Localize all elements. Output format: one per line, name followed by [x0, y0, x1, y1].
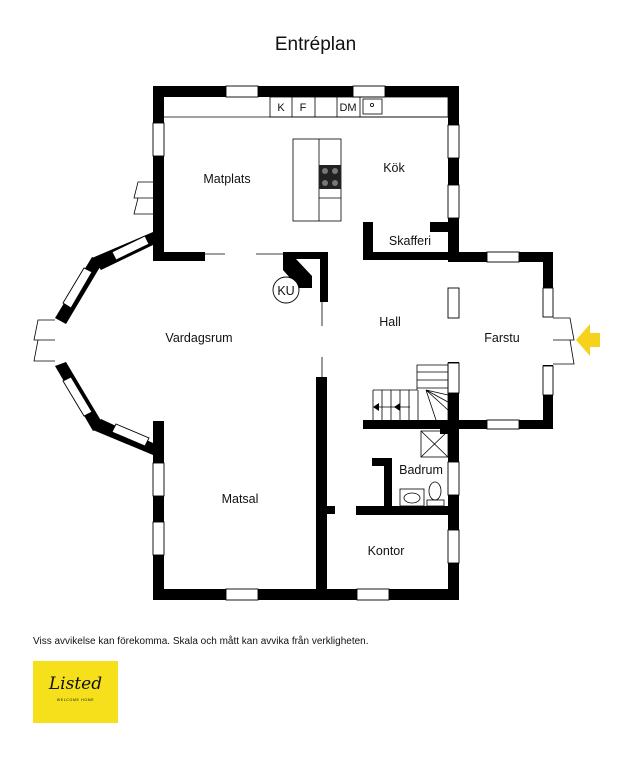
stairs: [372, 364, 449, 421]
room-label-badrum: Badrum: [399, 463, 443, 477]
room-label-vardagsrum: Vardagsrum: [165, 331, 232, 345]
logo-brand: Listed: [48, 674, 103, 694]
logo-tagline: WELCOME HOME: [56, 698, 95, 702]
room-label-skafferi: Skafferi: [389, 234, 431, 248]
room-label-kok: Kök: [383, 161, 405, 175]
disclaimer-text: Viss avvikelse kan förekomma. Skala och …: [33, 636, 369, 647]
room-label-ku: KU: [277, 284, 294, 298]
page-title: Entréplan: [274, 34, 357, 55]
sink-icon: [362, 98, 383, 115]
washbasin-icon: [399, 488, 425, 507]
stair-arrow-icon: [394, 403, 400, 411]
bathroom-fixtures: [399, 430, 449, 507]
appliance-label-k: K: [277, 102, 285, 114]
appliance-label-dm: DM: [339, 102, 356, 114]
windows: [62, 85, 554, 601]
ku-tiled-stove-icon: [272, 276, 300, 304]
entrance-arrow-icon: [576, 324, 600, 356]
doors: [33, 181, 575, 377]
kitchen-fixtures: [164, 96, 449, 222]
room-label-farstu: Farstu: [484, 331, 519, 345]
room-label-hall: Hall: [379, 315, 401, 329]
appliance-label-f: F: [300, 102, 307, 114]
toilet-icon: [426, 499, 445, 507]
floor-plan: Matplats Kök Skafferi KU Vardagsrum Hall…: [33, 85, 600, 601]
shower-icon: [420, 430, 449, 458]
stove-icon: [319, 165, 341, 189]
room-label-kontor: Kontor: [368, 544, 405, 558]
listed-logo: Listed WELCOME HOME: [33, 661, 118, 723]
stair-arrow-icon: [373, 403, 379, 411]
walls: [55, 86, 553, 600]
room-label-matsal: Matsal: [222, 492, 259, 506]
room-label-matplats: Matplats: [203, 172, 250, 186]
